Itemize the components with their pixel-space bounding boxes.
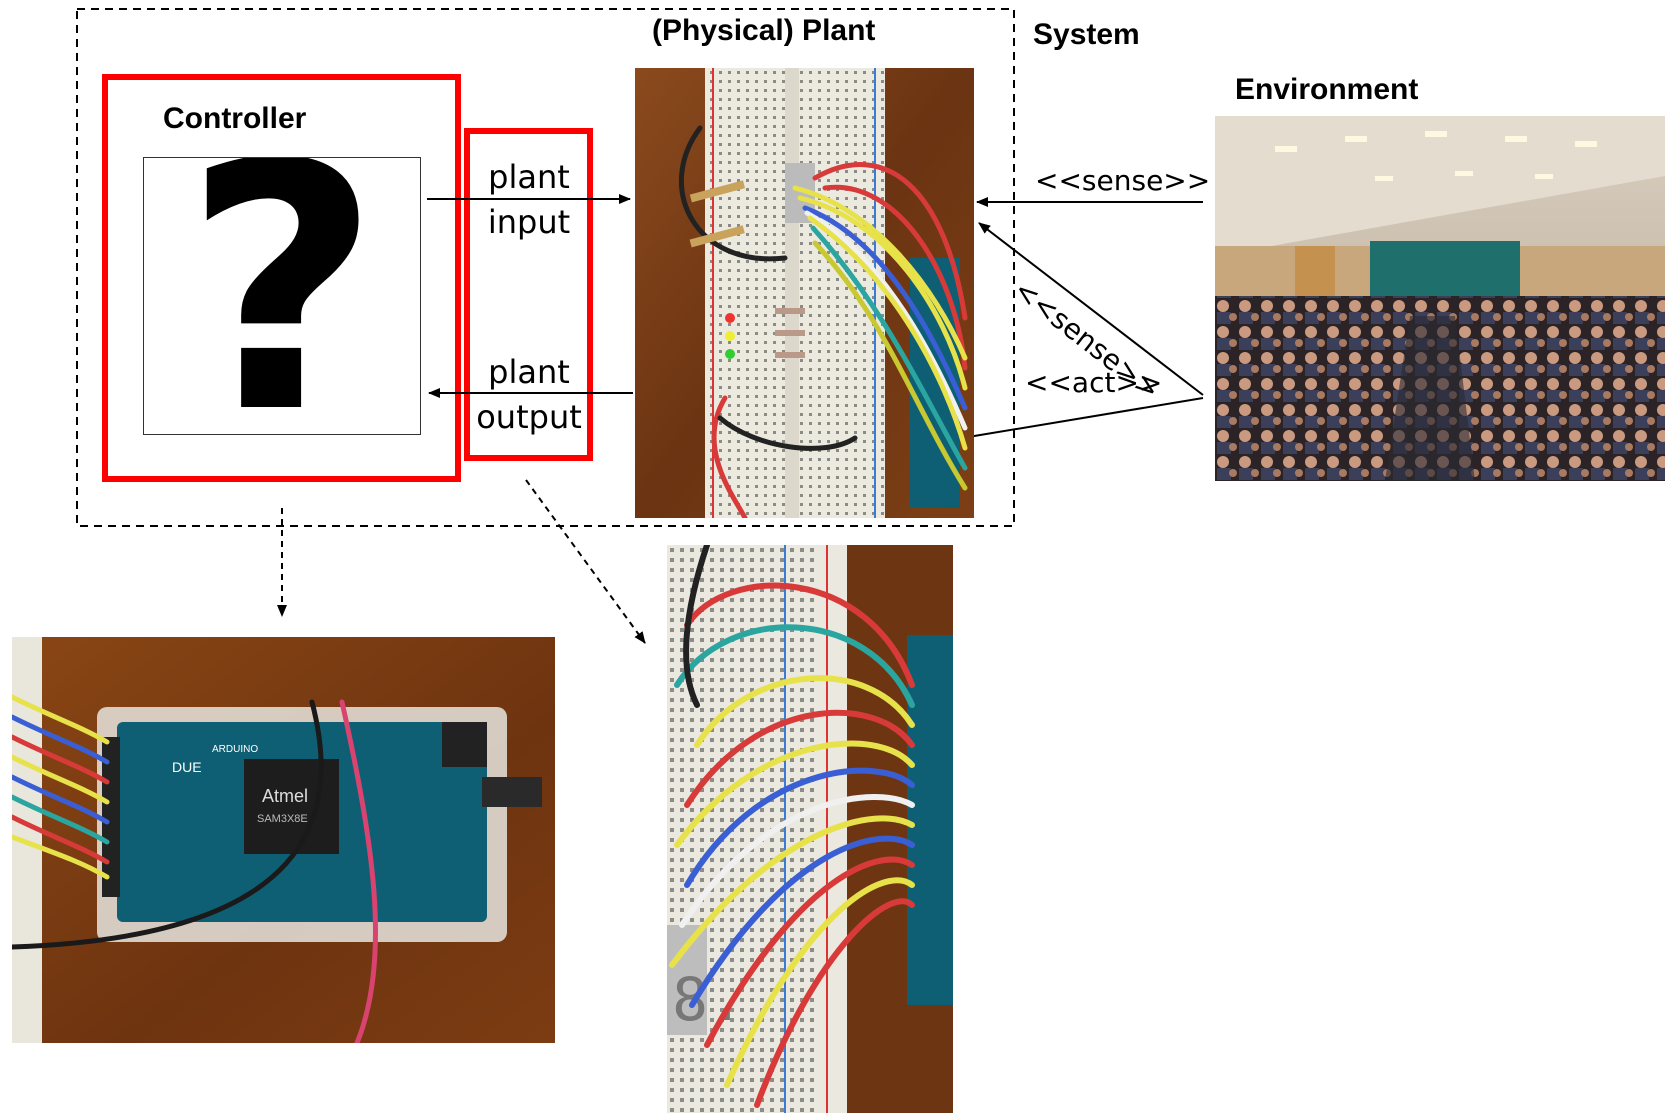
controller-label: Controller <box>163 102 307 135</box>
environment-label: Environment <box>1235 73 1419 106</box>
plant-detail-arrow <box>525 479 646 644</box>
plant-input-label: plant input <box>470 155 588 245</box>
controller-detail-photo: Atmel SAM3X8E DUE ARDUINO <box>12 637 555 1043</box>
controller-box <box>102 74 461 482</box>
plant-output-line-1: plant <box>488 353 570 391</box>
plant-detail-photo: 8. <box>667 545 953 1113</box>
sense-label-1: <<sense>> <box>1035 164 1211 197</box>
breadboard-detail-image: 8. <box>667 545 953 1113</box>
plant-input-line-2: input <box>487 203 571 241</box>
arduino-board-label: DUE <box>172 759 202 775</box>
plant-io-box <box>464 128 593 461</box>
sense-arrow-2 <box>978 222 1204 396</box>
arduino-chip-text: Atmel <box>262 786 308 806</box>
system-boundary <box>76 8 1015 527</box>
arduino-logo-label: ARDUINO <box>212 744 258 755</box>
plant-label: (Physical) Plant <box>652 14 876 47</box>
arduino-image: Atmel SAM3X8E DUE ARDUINO <box>12 637 555 1043</box>
lecture-hall-image <box>1215 116 1665 481</box>
question-mark-icon: ? <box>183 157 381 435</box>
arduino-chip-subtext: SAM3X8E <box>257 813 308 825</box>
environment-photo <box>1215 116 1665 481</box>
system-label: System <box>1033 18 1140 51</box>
plant-input-line-1: plant <box>488 158 570 196</box>
plant-photo <box>635 68 974 518</box>
breadboard-image <box>635 68 974 518</box>
plant-output-line-2: output <box>476 398 582 436</box>
act-label: <<act>> <box>1025 366 1163 399</box>
question-mark-panel: ? <box>143 157 421 435</box>
plant-output-label: plant output <box>470 350 588 440</box>
